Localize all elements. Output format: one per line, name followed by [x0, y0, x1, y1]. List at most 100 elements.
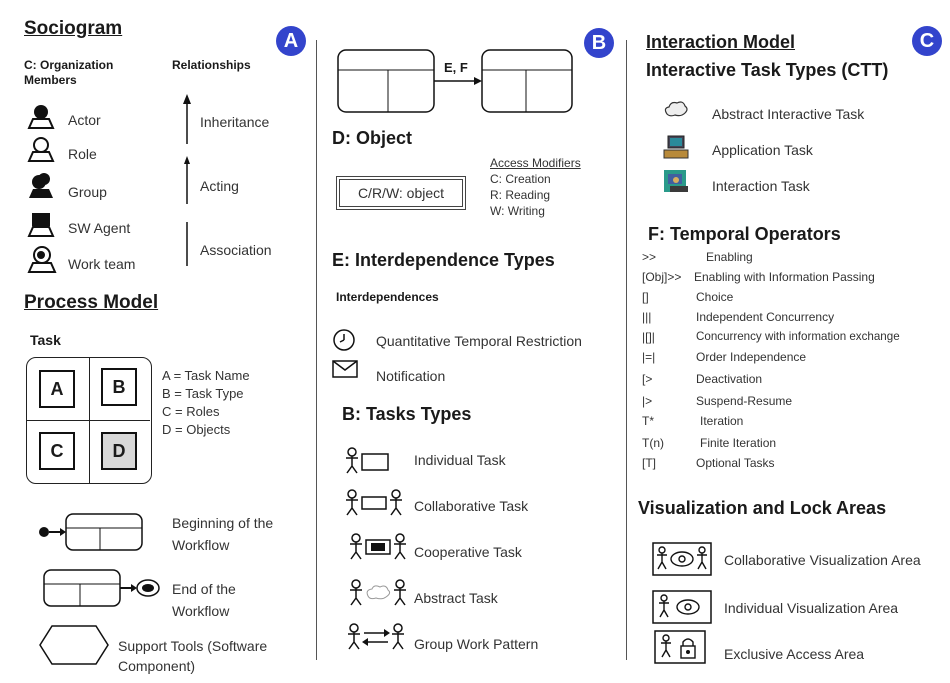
collaborative-visualization-icon: [652, 542, 712, 576]
interaction-model-title: Interaction Model: [646, 32, 796, 52]
visualization-label: Exclusive Access Area: [724, 646, 865, 662]
task-title: Task: [30, 332, 61, 348]
sociogram-title: Sociogram: [24, 18, 123, 39]
ctt-label: Interaction Task: [712, 178, 810, 194]
panel-a-badge: A: [276, 26, 306, 56]
member-label: Actor: [68, 112, 101, 128]
ctt-label: Abstract Interactive Task: [712, 106, 865, 122]
operator-symbol: [Obj]>>: [642, 270, 682, 284]
abstract-task-icon: [350, 579, 406, 606]
flow-label: E, F: [444, 60, 468, 75]
operator-symbol: |>: [642, 394, 653, 408]
collaborative-task-icon: [346, 489, 402, 516]
divider-a-b: [316, 40, 317, 660]
cooperative-task-icon: [350, 533, 406, 560]
visualization-title: Visualization and Lock Areas: [638, 498, 887, 518]
access-item: R: Reading: [490, 188, 551, 202]
sw-agent-icon: [27, 213, 55, 237]
task-type-label: Group Work Pattern: [414, 636, 539, 652]
ctt-label: Application Task: [712, 142, 813, 158]
task-type-label: Cooperative Task: [414, 544, 522, 560]
user-computer-icon: [664, 170, 688, 192]
support-label: Support Tools (Software Component): [118, 638, 268, 674]
interdependence-sub: Interdependences: [336, 290, 439, 304]
member-label: Group: [68, 184, 107, 200]
member-label: Work team: [68, 256, 136, 272]
role-icon: [27, 137, 55, 162]
task-cell-c: C: [39, 432, 75, 470]
panel-b-badge: B: [584, 28, 614, 58]
operator-label: Optional Tasks: [696, 456, 775, 470]
task-legend: C = Roles: [162, 404, 220, 419]
operator-symbol: [>: [642, 372, 653, 386]
group-icon: [29, 173, 53, 198]
ctt-title: Interactive Task Types (CTT): [646, 60, 889, 80]
end-workflow-shape: [43, 569, 160, 607]
process-model-title: Process Model: [24, 292, 159, 313]
visualization-label: Collaborative Visualization Area: [724, 552, 921, 568]
operator-label: Finite Iteration: [700, 436, 777, 450]
operator-symbol: [T]: [642, 456, 656, 470]
task-shape: [26, 357, 152, 484]
org-members-title: C: Organization Members: [24, 58, 114, 87]
access-item: W: Writing: [490, 204, 545, 218]
actor-icon: [27, 105, 55, 129]
access-title: Access Modifiers: [490, 156, 581, 170]
task-legend: A = Task Name: [162, 368, 250, 383]
computer-icon: [663, 135, 689, 159]
flow-diagram: [337, 49, 573, 113]
operator-symbol: []: [642, 290, 649, 304]
operator-label: Order Independence: [696, 350, 807, 364]
relationship-lines: [183, 94, 191, 266]
interdependence-title: E: Interdependence Types: [332, 250, 555, 270]
operator-label: Independent Concurrency: [696, 310, 835, 324]
operator-symbol: >>: [642, 250, 657, 264]
work-team-icon: [27, 246, 57, 273]
operator-label: Suspend-Resume: [696, 394, 793, 408]
task-type-label: Abstract Task: [414, 590, 498, 606]
end-label: End of the Workflow: [172, 581, 236, 619]
beginning-workflow-shape: [39, 513, 143, 551]
cloud-icon: [664, 101, 688, 117]
operator-label: Iteration: [700, 414, 744, 428]
operator-symbol: |[]|: [642, 330, 655, 344]
object-title: D: Object: [332, 128, 413, 148]
member-label: Role: [68, 146, 97, 162]
operator-label: Concurrency with information exchange: [696, 330, 900, 343]
beginning-label: Beginning of the Workflow: [172, 515, 274, 553]
envelope-icon: [332, 360, 358, 378]
operator-label: Enabling with Information Passing: [694, 270, 875, 284]
object-box: C/R/W: object: [336, 176, 466, 210]
relationship-label: Inheritance: [200, 114, 270, 130]
task-cell-a: A: [39, 370, 75, 408]
operator-label: Choice: [696, 290, 734, 304]
task-cell-b: B: [101, 368, 137, 406]
task-legend: B = Task Type: [162, 386, 244, 401]
relationship-label: Acting: [200, 178, 239, 194]
individual-visualization-icon: [652, 590, 712, 624]
task-cell-d: D: [101, 432, 137, 470]
task-legend: D = Objects: [162, 422, 231, 437]
task-type-label: Individual Task: [414, 452, 506, 468]
operator-label: Deactivation: [696, 372, 763, 386]
group-work-pattern-icon: [348, 623, 404, 650]
operator-symbol: |=|: [642, 350, 656, 364]
panel-c-badge: C: [912, 26, 942, 56]
temporal-operators-title: F: Temporal Operators: [648, 224, 841, 244]
relationships-title: Relationships: [172, 58, 251, 72]
interdependence-label: Notification: [376, 368, 446, 384]
tasks-types-title: B: Tasks Types: [342, 404, 472, 424]
clock-icon: [333, 329, 355, 351]
relationship-label: Association: [200, 242, 272, 258]
exclusive-access-icon: [654, 630, 706, 664]
hexagon-icon: [39, 625, 109, 665]
divider-b-c: [626, 40, 627, 660]
access-item: C: Creation: [490, 172, 551, 186]
task-type-label: Collaborative Task: [414, 498, 529, 514]
operator-symbol: T*: [642, 414, 654, 428]
operator-label: Enabling: [706, 250, 753, 264]
individual-task-icon: [346, 447, 389, 474]
operator-symbol: |||: [642, 310, 652, 324]
interdependence-label: Quantitative Temporal Restriction: [376, 333, 582, 349]
visualization-label: Individual Visualization Area: [724, 600, 899, 616]
